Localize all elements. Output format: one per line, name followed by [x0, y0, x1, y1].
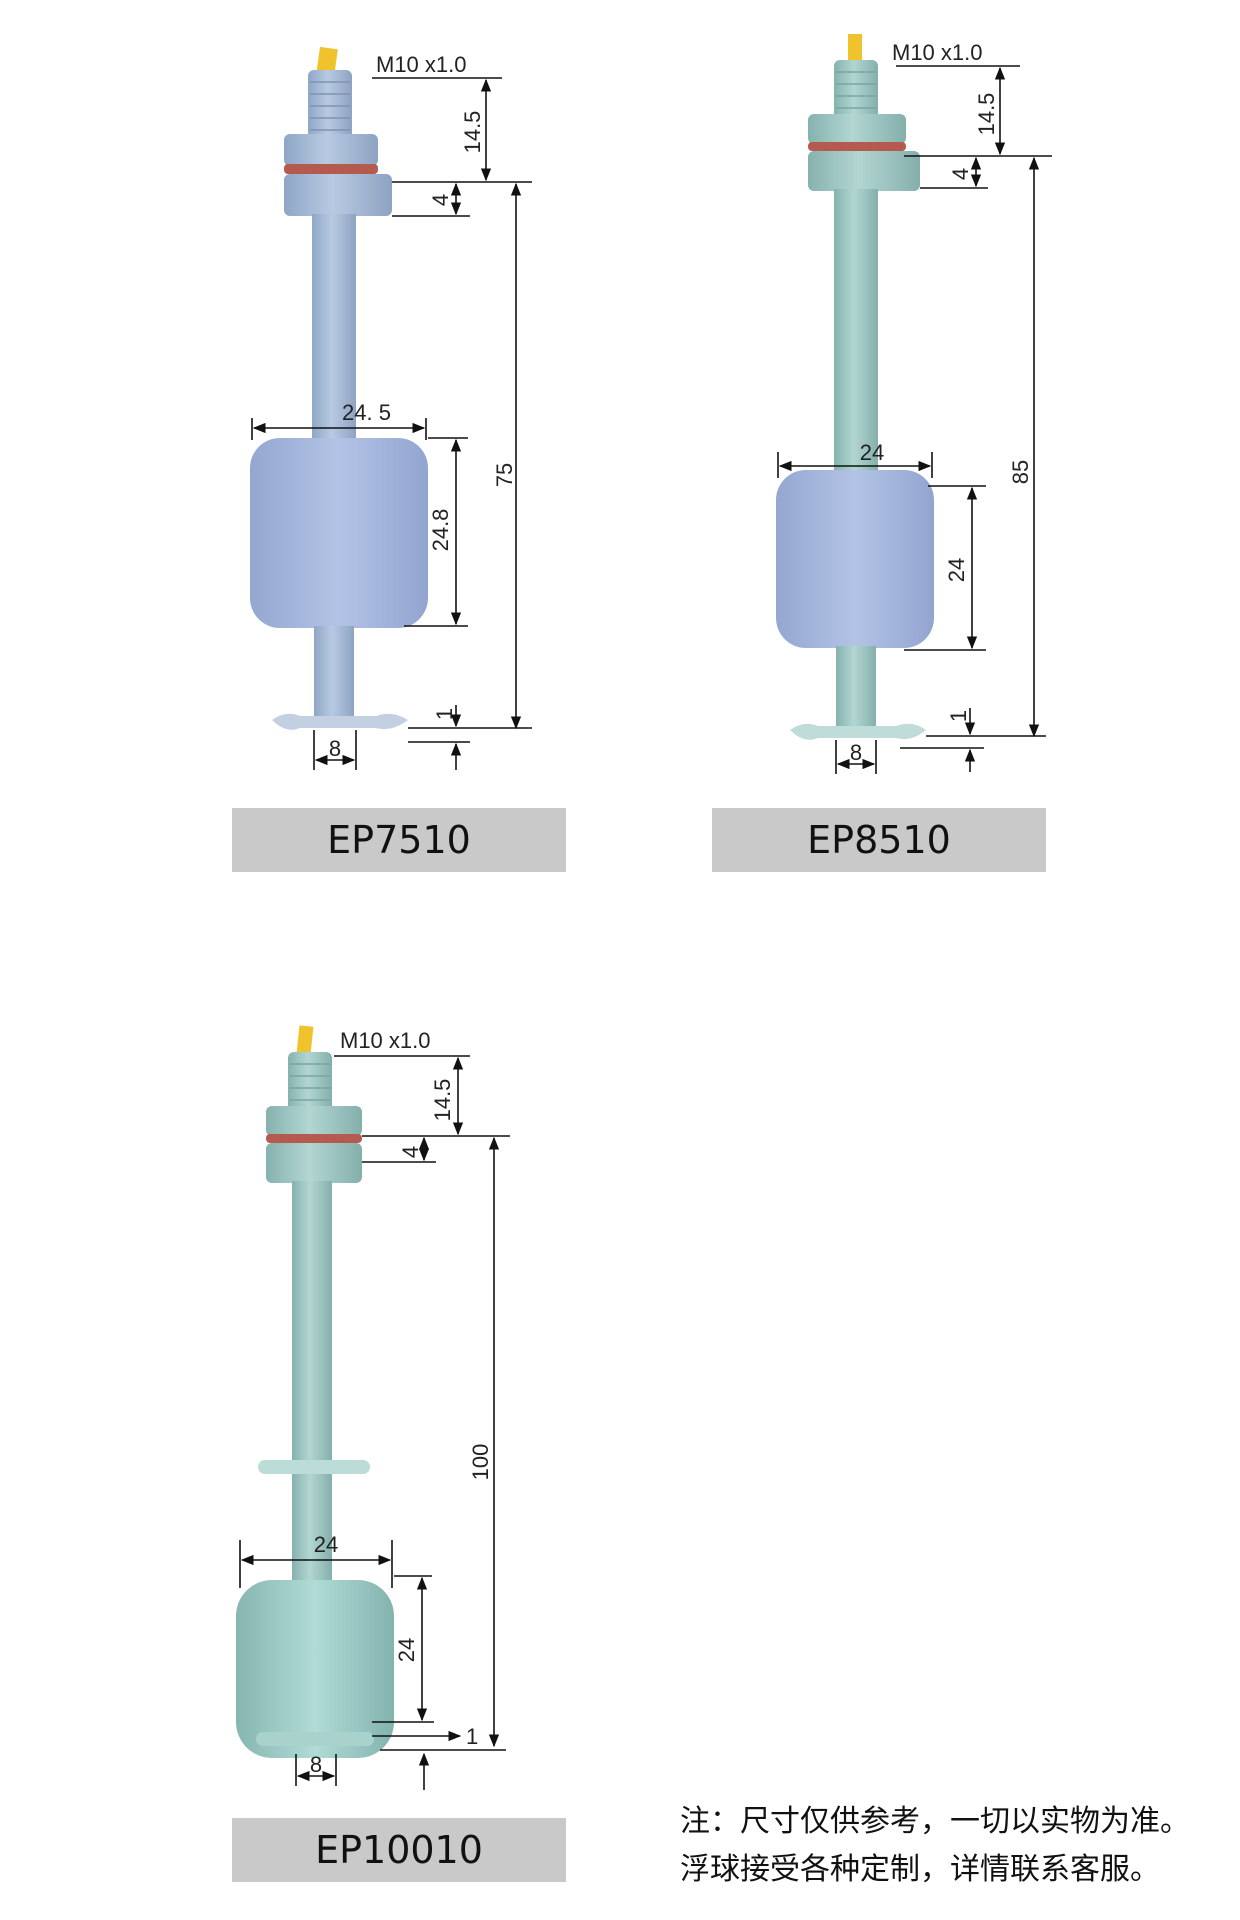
dim-nut: 4	[398, 1146, 423, 1158]
model-label-ep7510: EP7510	[232, 808, 566, 872]
dim-tip: 8	[310, 1752, 322, 1777]
dim-float-width: 24	[314, 1532, 338, 1557]
threaded-stem	[288, 1052, 332, 1114]
bottom-nut	[284, 174, 392, 216]
product-ep10010-drawing: M10 x1.0 14.5 4 100 24 24 1 8	[236, 1025, 510, 1790]
dim-total-length: 100	[468, 1444, 493, 1481]
bottom-nut	[266, 1143, 362, 1183]
dim-tip: 8	[850, 740, 862, 765]
float	[776, 470, 934, 648]
sensor-ep10010	[236, 1025, 394, 1758]
dim-float-height: 24	[944, 558, 969, 582]
dim-float-height: 24	[394, 1638, 419, 1662]
sensor-ep8510	[776, 34, 934, 740]
float	[250, 438, 428, 628]
dimension-lines-ep8510	[777, 65, 1052, 774]
dim-float-width: 24	[860, 440, 884, 465]
seal-ring	[808, 142, 906, 151]
float	[236, 1580, 394, 1758]
dimension-lines-ep7510	[251, 77, 532, 770]
product-ep8510-drawing: M10 x1.0 14.5 4 85 24 24 1 8	[776, 34, 1052, 774]
stem	[292, 1181, 332, 1601]
product-ep7510-drawing: M10 x1.0 14.5 4 75 24. 5 24.8 1 8	[250, 46, 532, 770]
dim-thread-length: 14.5	[460, 111, 485, 154]
note-line-2: 浮球接受各种定制，详情联系客服。	[680, 1852, 1160, 1887]
dim-total-length: 75	[492, 463, 517, 487]
wire-lead	[296, 1025, 314, 1057]
seal-ring	[284, 164, 378, 174]
mid-washer	[258, 1460, 370, 1474]
wire-lead	[316, 46, 338, 78]
dim-thread-length: 14.5	[430, 1079, 455, 1122]
threaded-stem	[834, 60, 878, 120]
bottom-nut	[808, 151, 920, 191]
model-label-ep8510: EP8510	[712, 808, 1046, 872]
stem-lower	[314, 626, 354, 726]
dim-tip: 8	[329, 736, 341, 761]
dimension-lines-ep10010	[239, 1055, 510, 1790]
model-label-ep10010: EP10010	[232, 1818, 566, 1882]
disclaimer-note: 注：尺寸仅供参考，一切以实物为准。 浮球接受各种定制，详情联系客服。	[680, 1798, 1220, 1894]
top-nut	[266, 1106, 362, 1136]
dim-clip: 1	[432, 708, 457, 720]
thread-label: M10 x1.0	[376, 52, 467, 77]
top-nut	[808, 114, 906, 144]
seal-ring	[266, 1134, 362, 1143]
float-ring	[256, 1732, 374, 1746]
stem-lower	[836, 646, 876, 730]
stop-clip	[790, 723, 926, 740]
note-line-1: 注：尺寸仅供参考，一切以实物为准。	[680, 1804, 1190, 1839]
thread-label: M10 x1.0	[892, 40, 983, 65]
dim-thread-length: 14.5	[974, 93, 999, 136]
thread-label: M10 x1.0	[340, 1028, 431, 1053]
stop-clip	[272, 713, 408, 730]
dim-nut: 4	[428, 194, 453, 206]
dim-nut: 4	[948, 168, 973, 180]
top-nut	[284, 134, 378, 166]
dim-float-height: 24.8	[428, 509, 453, 552]
dim-float-width: 24. 5	[342, 400, 391, 425]
dim-total-length: 85	[1008, 460, 1033, 484]
sensor-ep7510	[250, 46, 428, 730]
dim-clip: 1	[946, 710, 971, 722]
stem	[312, 214, 356, 446]
wire-lead	[848, 34, 862, 64]
dim-clip: 1	[466, 1724, 478, 1749]
stem	[834, 189, 878, 479]
